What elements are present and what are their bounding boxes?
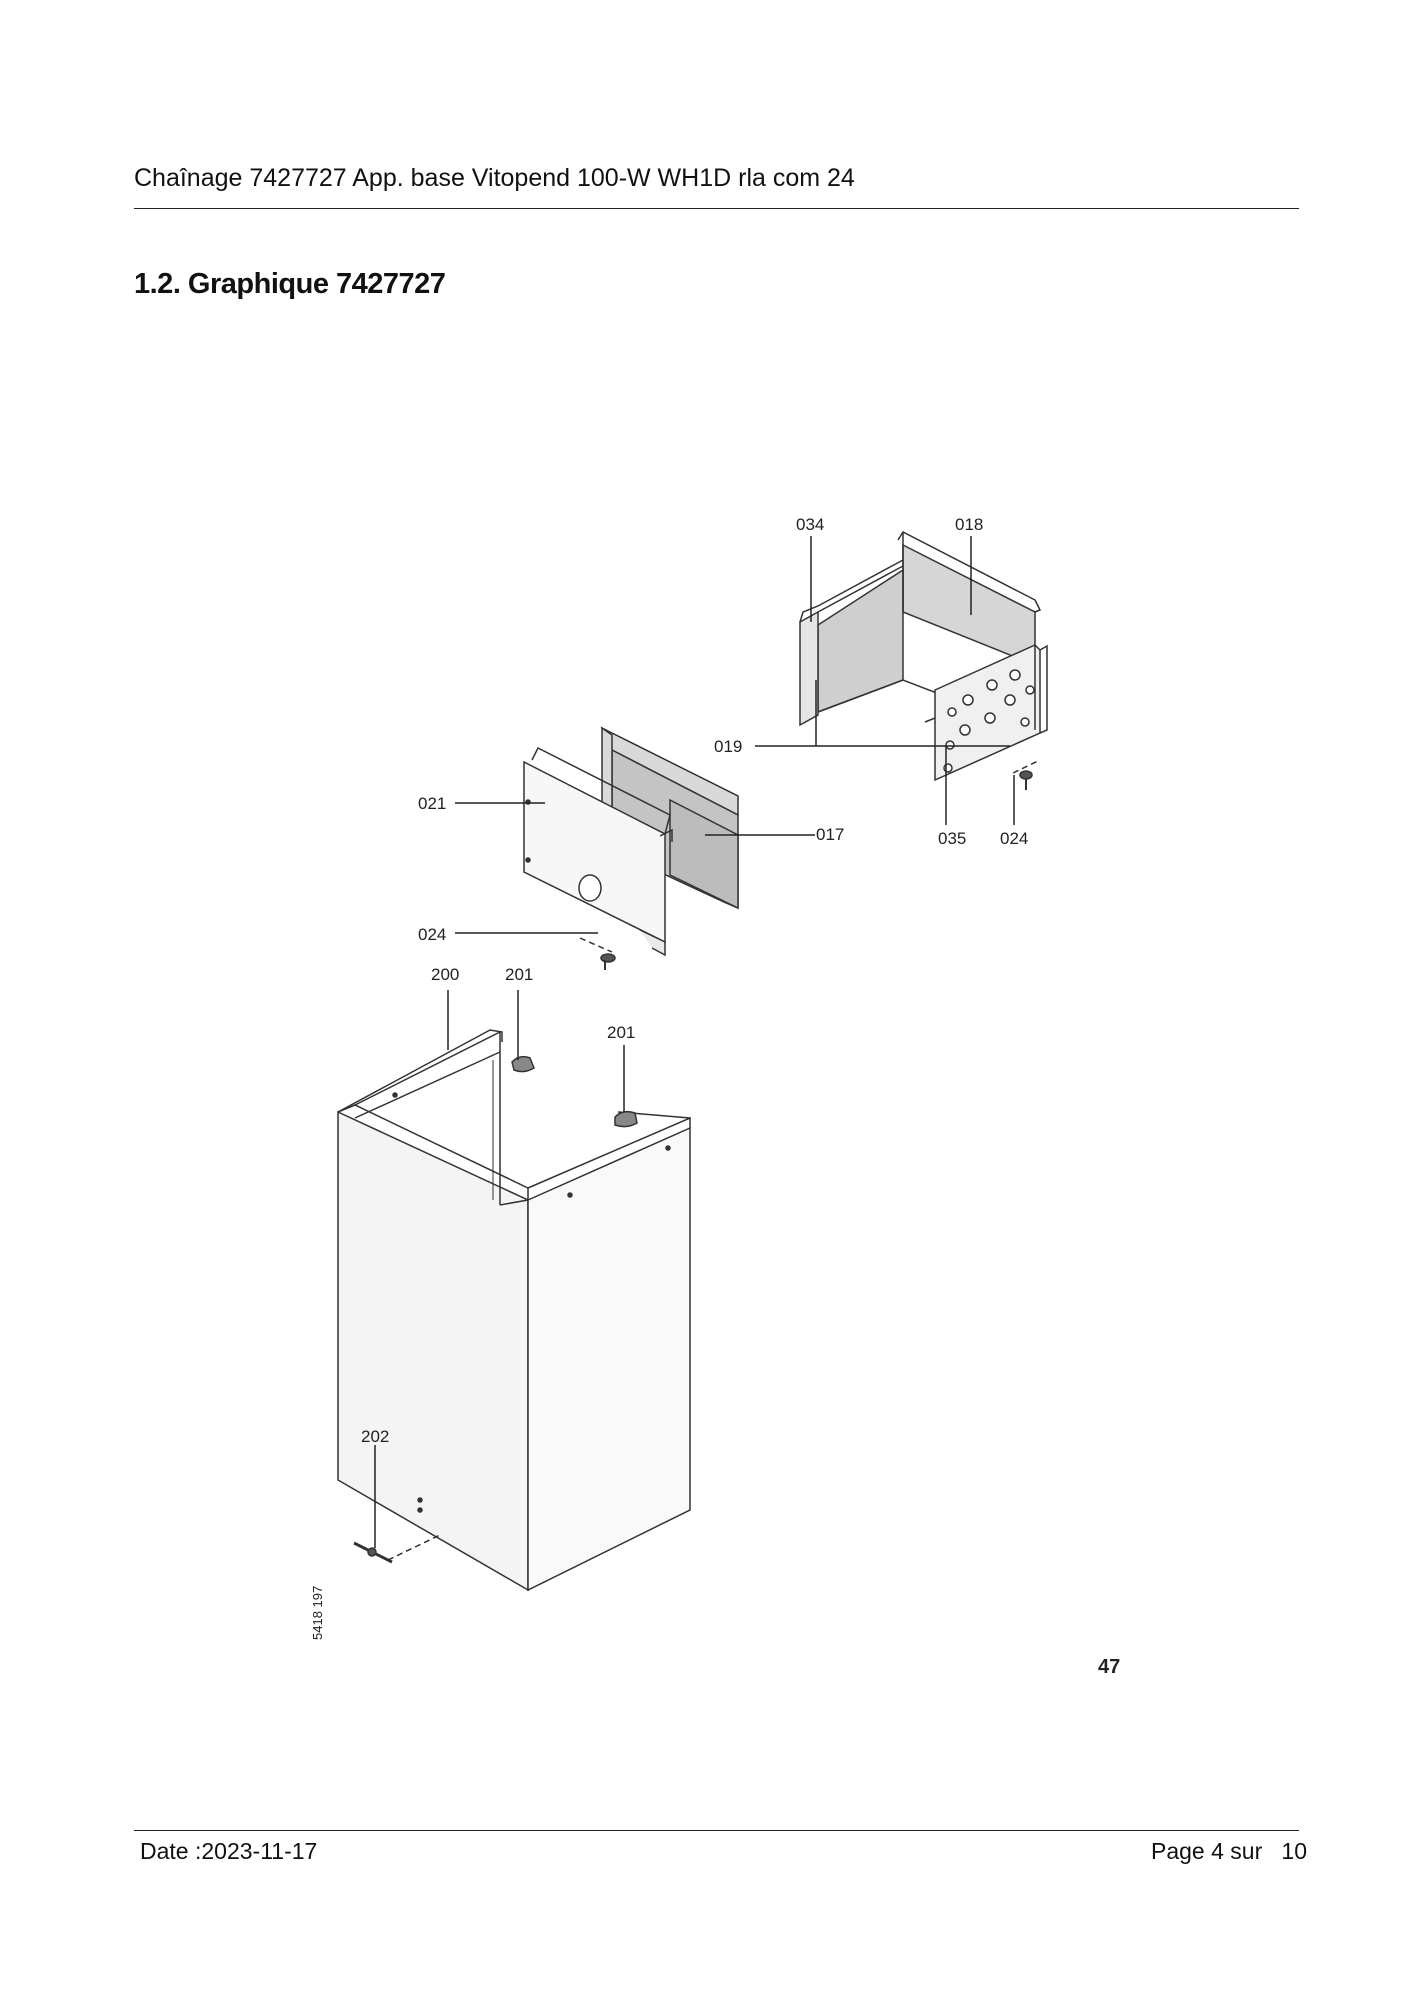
callout-034: 034: [796, 515, 824, 534]
callout-019: 019: [714, 737, 742, 756]
callout-035: 035: [938, 829, 966, 848]
screw-024-left: [579, 937, 616, 970]
clip-201-a: [511, 1055, 535, 1073]
drawing-code: 5418 197: [310, 1586, 325, 1640]
screw-024-right: [1012, 759, 1041, 790]
part-021-plate: [523, 746, 673, 957]
callout-021: 021: [418, 794, 446, 813]
callout-201-b: 201: [607, 1023, 635, 1042]
callout-024-left: 024: [418, 925, 446, 944]
footer-date: Date :2023-11-17: [140, 1838, 318, 1864]
section-heading: 1.2. Graphique 7427727: [134, 268, 446, 300]
footer-page-number: Page 4 sur 10: [1151, 1838, 1307, 1864]
screw-202: [353, 1497, 441, 1564]
footer-divider: [134, 1830, 1299, 1831]
clip-201-b: [614, 1110, 638, 1128]
leader-lines: [374, 536, 1015, 1548]
part-200-casing: [337, 1029, 691, 1592]
callout-018: 018: [955, 515, 983, 534]
figure-page-number: 47: [1098, 1656, 1120, 1678]
callout-024-right: 024: [1000, 829, 1028, 848]
part-018-chamber: [799, 531, 1048, 782]
callout-201-a: 201: [505, 965, 533, 984]
callout-200: 200: [431, 965, 459, 984]
header-divider: [134, 208, 1299, 209]
document-title: Chaînage 7427727 App. base Vitopend 100-…: [134, 164, 855, 192]
callout-202: 202: [361, 1427, 389, 1446]
callout-017: 017: [816, 825, 844, 844]
